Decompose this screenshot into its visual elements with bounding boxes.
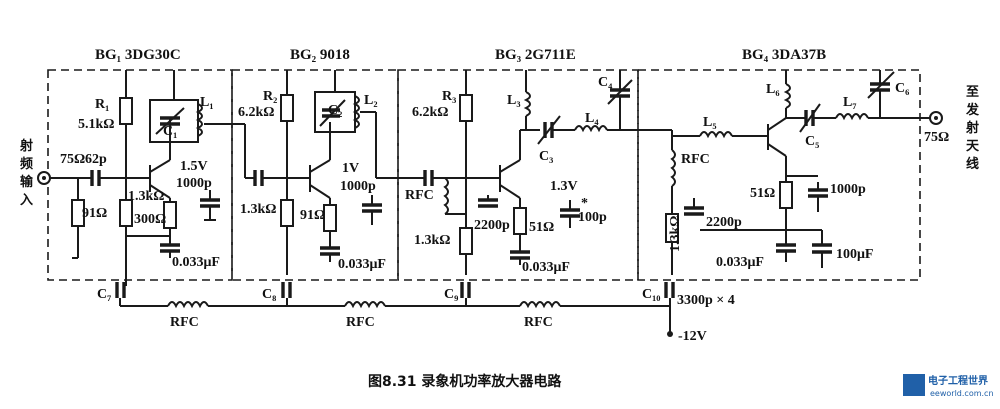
label-c6: C₆ (895, 81, 909, 96)
label-l6: L₆ (766, 82, 780, 97)
label-r-in: 75Ω (60, 152, 85, 167)
label-c2: C₂ (328, 103, 342, 118)
svg-text:天: 天 (966, 139, 980, 154)
svg-text:发: 发 (965, 102, 980, 118)
label-r1: R₁ (95, 97, 109, 112)
label-v2: 1V (342, 161, 359, 176)
label-c4: C₄ (598, 75, 613, 90)
svg-text:电子工程世界: 电子工程世界 (928, 374, 988, 387)
label-c1: C₁ (163, 124, 177, 139)
label-c-100u: 100μF (836, 247, 874, 262)
label-v1: 1.5V (180, 159, 208, 174)
label-supply: -12V (678, 329, 707, 344)
svg-text:至: 至 (966, 85, 979, 100)
supply-rail (119, 298, 673, 337)
stage4-title: BG₄ 3DA37B (742, 47, 826, 63)
label-l4: L₄ (585, 111, 599, 126)
stage4 (638, 70, 943, 298)
label-r2-val: 6.2kΩ (238, 105, 275, 120)
label-l7: L₇ (843, 95, 857, 110)
svg-text:频: 频 (20, 156, 33, 172)
label-r-13d: 1.3kΩ (668, 216, 683, 253)
label-r3-val: 6.2kΩ (412, 105, 449, 120)
svg-text:eeworld.com.cn: eeworld.com.cn (930, 389, 994, 398)
figure-caption: 图8.31 录象机功率放大器电路 (368, 373, 562, 390)
label-rfc-c: RFC (524, 315, 553, 330)
label-c-3300: 3300p × 4 (677, 293, 735, 308)
label-r-13b: 1.3kΩ (240, 202, 277, 217)
label-r-51a: 51Ω (529, 220, 554, 235)
stage2 (232, 70, 398, 298)
label-rfc-a: RFC (170, 315, 199, 330)
label-c-in: 62p (85, 152, 107, 167)
watermark: 电子工程世界 eeworld.com.cn (903, 374, 994, 398)
label-r-91a: 91Ω (82, 206, 107, 221)
label-rfc3: RFC (405, 188, 434, 203)
label-c-033c: 0.033μF (522, 260, 570, 275)
label-l5: L₅ (703, 115, 717, 130)
stage3 (398, 70, 638, 298)
label-v3: 1.3V (550, 179, 578, 194)
label-c-2200b: 2200p (706, 215, 742, 230)
input-label: 射 频 输 入 (19, 138, 34, 208)
watermark-logo-icon (903, 374, 925, 396)
label-r-13a: 1.3kΩ (128, 189, 165, 204)
label-c8: C₈ (262, 287, 276, 302)
label-c9: C₉ (444, 287, 458, 302)
svg-text:射: 射 (19, 138, 33, 154)
svg-text:入: 入 (20, 193, 33, 208)
svg-text:射: 射 (965, 120, 979, 136)
label-c-1000b: 1000p (340, 179, 376, 194)
label-r3: R₃ (442, 89, 456, 104)
svg-text:线: 线 (966, 156, 979, 172)
label-r-13c: 1.3kΩ (414, 233, 451, 248)
label-r-75out: 75Ω (924, 130, 949, 145)
label-c-100p: 100p (578, 210, 607, 225)
label-c-2200a: 2200p (474, 218, 510, 233)
label-c-033b: 0.033μF (338, 257, 386, 272)
label-c10: C₁₀ (642, 287, 661, 302)
label-l1: L₁ (200, 95, 214, 110)
label-c-033a: 0.033μF (172, 255, 220, 270)
label-rfc4: RFC (681, 152, 710, 167)
svg-text:输: 输 (20, 174, 34, 190)
label-star: * (581, 196, 588, 211)
label-c7: C₇ (97, 287, 111, 302)
label-r1-val: 5.1kΩ (78, 117, 115, 132)
label-r-51b: 51Ω (750, 186, 775, 201)
label-c5: C₅ (805, 134, 819, 149)
label-l3: L₃ (507, 93, 521, 108)
stage1-title: BG₁ 3DG30C (95, 47, 181, 63)
label-c3: C₃ (539, 149, 553, 164)
label-c-033d: 0.033μF (716, 255, 764, 270)
label-rfc-b: RFC (346, 315, 375, 330)
label-l2: L₂ (364, 93, 378, 108)
stage1 (37, 70, 232, 298)
output-label: 至 发 射 天 线 (965, 85, 980, 172)
stage2-title: BG₂ 9018 (290, 47, 350, 63)
label-c-1000a: 1000p (176, 176, 212, 191)
label-c-1000c: 1000p (830, 182, 866, 197)
label-r-91b: 91Ω (300, 208, 325, 223)
label-r2: R₂ (263, 89, 277, 104)
label-r-300: 300Ω (134, 212, 166, 227)
stage3-title: BG₃ 2G711E (495, 47, 576, 63)
